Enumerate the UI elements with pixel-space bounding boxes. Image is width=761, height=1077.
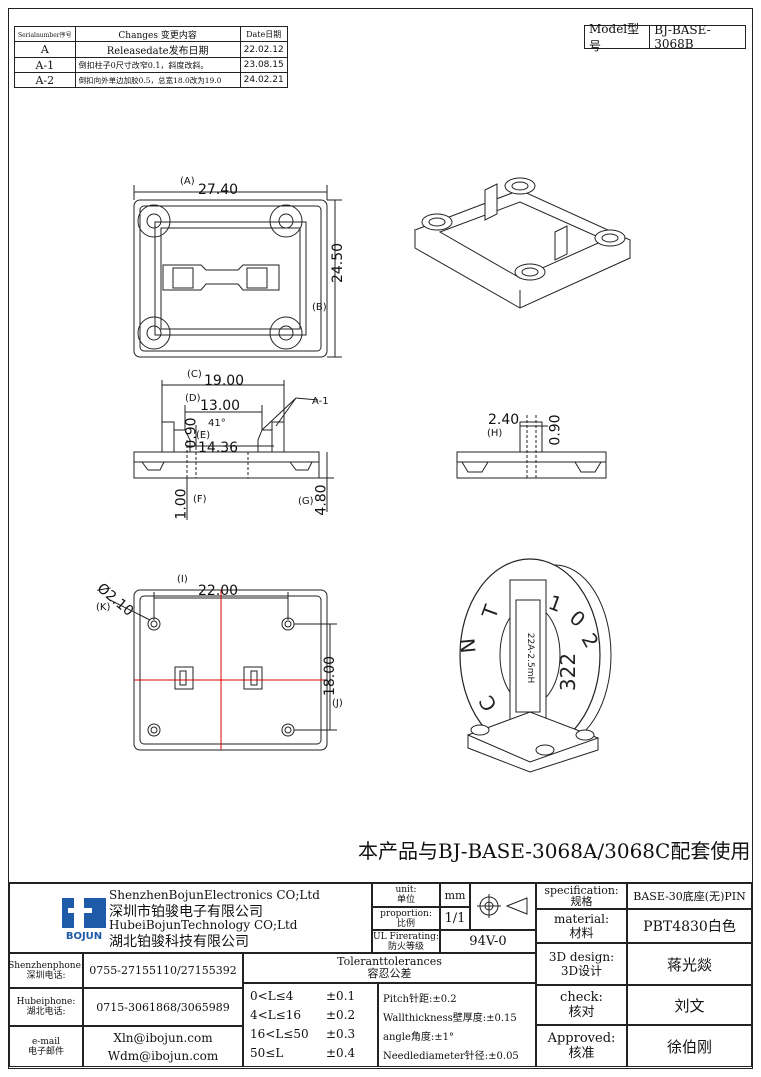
spec-value: BASE-30底座(无)PIN bbox=[627, 883, 752, 909]
tol-note: Wallthickness壁厚度:±0.15 bbox=[383, 1013, 517, 1024]
projection-symbol-icon bbox=[477, 894, 528, 918]
dim-j-value: 18.00 bbox=[322, 655, 339, 697]
dim-h2-value: 0.90 bbox=[547, 414, 564, 446]
dim-c-tag: (C) bbox=[187, 369, 202, 380]
proportion-value: 1/1 bbox=[440, 907, 470, 930]
tol-value: ±0.2 bbox=[326, 1008, 356, 1022]
coil-number: 322 bbox=[556, 653, 580, 691]
model-box: Model型号 BJ-BASE-3068B bbox=[584, 22, 746, 53]
rev-date: 24.02.21 bbox=[239, 72, 288, 88]
contact-value: 0715-3061868/3065989 bbox=[83, 988, 243, 1026]
dim-g-value: 4.80 bbox=[313, 484, 330, 516]
company-cn-1: 深圳市铂骏电子有限公司 bbox=[109, 904, 263, 920]
contact-label: e-mail 电子邮件 bbox=[9, 1026, 83, 1067]
dim-a-value: 27.40 bbox=[198, 182, 239, 198]
bojun-logo: BOJUN bbox=[62, 894, 106, 942]
model-value: BJ-BASE-3068B bbox=[654, 23, 711, 51]
coil-letter-n: N bbox=[455, 637, 480, 654]
tolerance-title: Toleranttolerances 容忍公差 bbox=[243, 953, 536, 983]
tol-range: 0<L≤4 bbox=[250, 989, 294, 1003]
company-en-1: ShenzhenBojunElectronics CO;Ltd bbox=[109, 888, 320, 902]
dim-j-tag: (J) bbox=[332, 698, 343, 709]
model-label: Model型号 bbox=[585, 22, 651, 53]
tol-range: 50≤L bbox=[250, 1046, 284, 1060]
dim-i-tag: (I) bbox=[177, 574, 188, 585]
tolerance-ranges: 0<L≤4 ±0.1 4<L≤16 ±0.2 16<L≤50 ±0.3 50≤L… bbox=[243, 983, 378, 1067]
top-view bbox=[133, 185, 342, 358]
design-value: 蒋光燚 bbox=[627, 943, 752, 985]
revision-marker: A-1 bbox=[312, 396, 329, 407]
check-value: 刘文 bbox=[627, 985, 752, 1025]
dim-f-value: 1.00 bbox=[173, 488, 190, 520]
dim-e-tag: (E) bbox=[196, 430, 211, 441]
title-block: BOJUN ShenzhenBojunElectronics CO;Ltd 深圳… bbox=[8, 882, 752, 1068]
base-3d-render bbox=[413, 177, 632, 309]
tol-note: angle角度:±1° bbox=[383, 1032, 455, 1043]
dim-i-value: 22.00 bbox=[198, 583, 239, 599]
tol-value: ±0.4 bbox=[326, 1046, 356, 1060]
projection-symbol-cell bbox=[470, 883, 536, 930]
unit-value: mm bbox=[440, 883, 470, 907]
ul-label: UL Firerating: 防火等级 bbox=[372, 930, 440, 953]
dim-h-tag: (H) bbox=[487, 428, 503, 439]
dim-d-tag: (D) bbox=[185, 393, 201, 404]
tolerance-notes: Pitch针距:±0.2 Wallthickness壁厚度:±0.15 angl… bbox=[378, 983, 536, 1067]
dim-angle: 41° bbox=[208, 418, 226, 429]
technical-drawing: T 1 0 2 N C 322 22A-2.5mH bbox=[109, 177, 632, 773]
dim-a-tag: (A) bbox=[180, 176, 195, 187]
dim-k-tag: (K) bbox=[96, 602, 111, 613]
contact-value: 0755-27155110/27155392 bbox=[83, 953, 243, 988]
front-view bbox=[133, 380, 334, 520]
tol-note: Pitch针距:±0.2 bbox=[383, 994, 457, 1005]
dim-f-tag: (F) bbox=[193, 494, 207, 505]
design-label: 3D design: 3D设计 bbox=[536, 943, 627, 985]
dim-b-value: 24.50 bbox=[330, 242, 347, 284]
unit-label: unit: 单位 bbox=[372, 883, 440, 907]
drawing-frame bbox=[8, 8, 753, 1069]
tol-value: ±0.1 bbox=[326, 989, 356, 1003]
coil-3d-render: T 1 0 2 N C 322 22A-2.5mH bbox=[455, 558, 612, 773]
contact-label: Shenzhenphone: 深圳电话: bbox=[8, 953, 84, 988]
revision-table: Serialnumber序号 Changes 变更内容 Date日期 A Rel… bbox=[14, 26, 288, 88]
bottom-view-centerlines bbox=[134, 590, 327, 750]
tol-range: 4<L≤16 bbox=[250, 1008, 301, 1022]
dim-e2-value: 14.36 bbox=[198, 440, 239, 456]
rev-serial: A-2 bbox=[14, 72, 76, 88]
check-label: check: 核对 bbox=[536, 985, 627, 1025]
side-view bbox=[456, 415, 607, 479]
dim-g-tag: (G) bbox=[298, 496, 314, 507]
ul-value: 94V-0 bbox=[440, 930, 536, 953]
tol-range: 16<L≤50 bbox=[250, 1027, 309, 1041]
spec-label: specification: 规格 bbox=[536, 883, 627, 909]
coil-band-label: 22A-2.5mH bbox=[525, 633, 535, 684]
dim-d-value: 13.00 bbox=[200, 398, 241, 414]
compatibility-note: 本产品与BJ-BASE-3068A/3068C配套使用 bbox=[358, 839, 751, 863]
dim-b-tag: (B) bbox=[312, 302, 327, 313]
company-en-2: HubeiBojunTechnology CO;Ltd bbox=[109, 918, 298, 932]
company-cell: BOJUN ShenzhenBojunElectronics CO;Ltd 深圳… bbox=[9, 883, 372, 953]
dim-c-value: 19.00 bbox=[204, 373, 245, 389]
material-value: PBT4830白色 bbox=[627, 909, 752, 943]
contact-email: Xln@ibojun.com Wdm@ibojun.com bbox=[83, 1026, 243, 1067]
bottom-view bbox=[109, 589, 337, 751]
proportion-label: proportion: 比例 bbox=[372, 907, 440, 930]
company-cn-2: 湖北铂骏科技有限公司 bbox=[109, 934, 249, 950]
dim-h-value: 2.40 bbox=[488, 412, 520, 428]
logo-text: BOJUN bbox=[66, 931, 102, 942]
approved-value: 徐伯刚 bbox=[627, 1025, 752, 1067]
tol-note: Needlediameter针径:±0.05 bbox=[383, 1051, 519, 1062]
contact-label: Hubeiphone: 湖北电话: bbox=[9, 988, 83, 1026]
material-label: material: 材料 bbox=[536, 909, 627, 943]
tol-value: ±0.3 bbox=[326, 1027, 356, 1041]
approved-label: Approved: 核准 bbox=[536, 1025, 627, 1067]
